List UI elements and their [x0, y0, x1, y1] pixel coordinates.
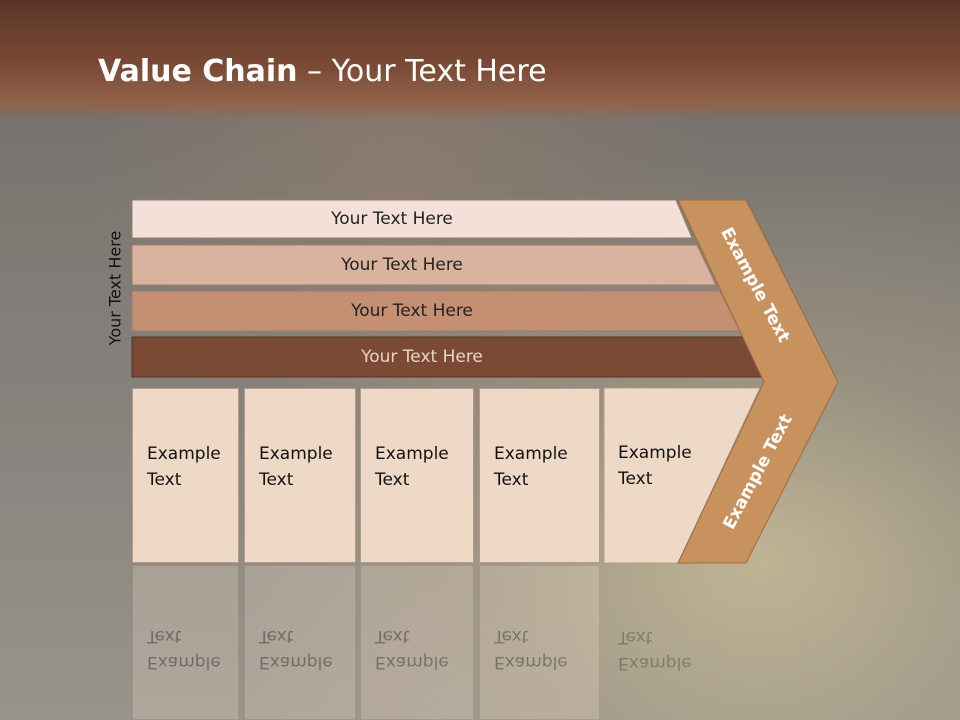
row-1-label: Your Text Here — [331, 209, 453, 229]
cell-2-line2: Text — [259, 470, 294, 490]
row-1: Your Text Here — [132, 200, 692, 238]
title-band — [0, 0, 960, 120]
row-4: Your Text Here — [132, 338, 752, 376]
cell-3-line1: Example — [375, 444, 449, 464]
cell-3-line2: Text — [375, 470, 410, 490]
title-bold: Value Chain — [98, 54, 298, 89]
cell-4-line1: Example — [494, 444, 568, 464]
row-2-shape — [131, 244, 717, 286]
cell-1-line1: Example — [147, 444, 221, 464]
slide-title: Value Chain – Your Text Here — [98, 54, 547, 89]
row-2-label: Your Text Here — [341, 255, 463, 275]
title-rest: – Your Text Here — [297, 54, 547, 89]
row-1-shape — [131, 199, 693, 239]
cell-5-line2: Text — [618, 469, 653, 489]
cell-1-line2: Text — [147, 470, 182, 490]
cell-5-line1: Example — [618, 443, 692, 463]
cell-4-line2: Text — [494, 470, 529, 490]
cell-2-line1: Example — [259, 444, 333, 464]
row-4-label: Your Text Here — [361, 347, 483, 367]
chevron-shape — [677, 199, 839, 564]
row-2: Your Text Here — [132, 246, 712, 284]
row-3: Your Text Here — [132, 292, 732, 330]
row-3-label: Your Text Here — [351, 301, 473, 321]
